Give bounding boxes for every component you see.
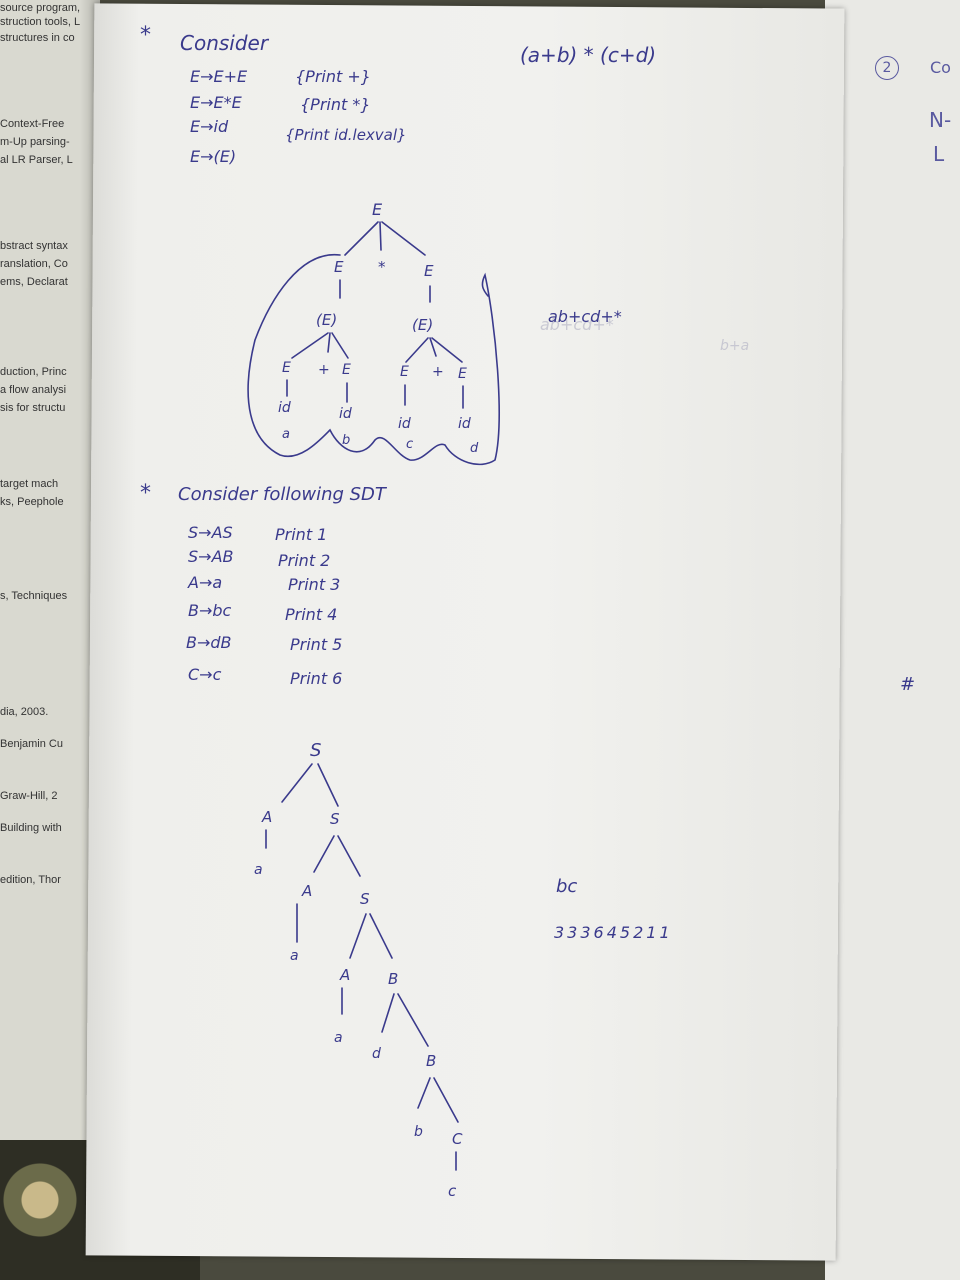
- book-text: s, Techniques: [0, 590, 68, 602]
- tree-leaf: c: [406, 437, 413, 452]
- book-text: sis for structu: [0, 402, 66, 414]
- book-text: duction, Princ: [0, 366, 67, 378]
- semantic-action: Print 1: [275, 525, 327, 544]
- right-book-page: 2 Co N- L: [825, 0, 960, 1280]
- margin-mark: #: [900, 674, 915, 695]
- semantic-action: {Print id.lexval}: [285, 126, 407, 144]
- tree-node: (E): [412, 316, 433, 334]
- tree-node: A: [339, 966, 350, 984]
- book-text: dia, 2003.: [0, 706, 49, 718]
- book-text: structures in co: [0, 32, 75, 44]
- production: E→E+E: [190, 67, 248, 86]
- book-text: target mach: [0, 478, 59, 490]
- tree-node: *: [378, 258, 386, 276]
- right-note: Co: [930, 58, 951, 77]
- right-note: L: [933, 142, 945, 166]
- tree-node: E: [424, 262, 434, 280]
- semantic-action: {Print +}: [295, 67, 371, 86]
- traversal-outline: [247, 254, 500, 466]
- book-text: m-Up parsing-: [0, 136, 70, 148]
- parse-tree-1: E E * E (E) (E) E + E E + E id id id id …: [247, 200, 500, 466]
- star-marker: *: [140, 481, 151, 506]
- semantic-action: Print 4: [285, 605, 337, 624]
- tree-node: +: [318, 362, 330, 378]
- book-text: ems, Declarat: [0, 276, 68, 288]
- tree-node: id: [278, 400, 291, 416]
- book-text: ks, Peephole: [0, 496, 64, 508]
- semantic-action: Print 5: [290, 635, 342, 654]
- tree-leaf: d: [372, 1046, 381, 1062]
- production: B→dB: [186, 633, 232, 652]
- book-text: struction tools, L: [0, 16, 81, 28]
- tree-leaf: d: [470, 441, 479, 456]
- right-note: N-: [929, 108, 952, 132]
- book-text: al LR Parser, L: [0, 154, 73, 166]
- book-text: source program,: [0, 2, 81, 14]
- book-text: a flow analysi: [0, 384, 67, 396]
- tree-node: A: [301, 882, 312, 900]
- book-text: Graw-Hill, 2: [0, 790, 58, 802]
- production: S→AS: [188, 523, 233, 542]
- production: S→AB: [188, 547, 233, 566]
- tree-leaf: b: [414, 1124, 423, 1140]
- sdt-heading: Consider following SDT: [178, 484, 388, 505]
- production: B→bc: [188, 601, 232, 620]
- tree-node: C: [452, 1130, 463, 1148]
- tree-node: id: [339, 406, 352, 422]
- tree-node: E: [400, 364, 409, 380]
- tree-node: S: [310, 740, 321, 761]
- star-marker: *: [140, 23, 151, 48]
- book-text: bstract syntax: [0, 240, 68, 252]
- print-output: 333645211: [554, 923, 673, 942]
- consider-heading: Consider: [180, 31, 270, 55]
- semantic-action: {Print *}: [300, 95, 371, 114]
- book-text: edition, Thor: [0, 874, 61, 886]
- tree-node: S: [330, 810, 340, 828]
- semantic-action: Print 2: [278, 551, 330, 570]
- parse-tree-2: S A a S A a S A a B d B b C c: [254, 740, 463, 1200]
- tree-node: E: [282, 360, 291, 376]
- bleed-through: ab+cd+*: [540, 315, 614, 334]
- tree-node: (E): [316, 311, 337, 329]
- tree-node: E: [342, 362, 351, 378]
- semantic-action: Print 3: [288, 575, 340, 594]
- postfix-result: ab+cd+*: [548, 307, 622, 326]
- production: E→(E): [190, 147, 236, 166]
- tree-node: S: [360, 890, 370, 908]
- production: E→E*E: [190, 93, 243, 112]
- book-text: Benjamin Cu: [0, 738, 63, 750]
- tree-node: E: [334, 258, 344, 276]
- side-note: bc: [556, 876, 577, 897]
- tree-node: B: [426, 1052, 436, 1070]
- expression: (a+b) * (c+d): [520, 43, 656, 67]
- page-number-circle: 2: [875, 56, 899, 80]
- bleed-through: b+a: [720, 338, 749, 354]
- tree-node: E: [372, 200, 383, 219]
- book-text: Building with: [0, 822, 62, 834]
- tree-leaf: a: [282, 427, 290, 442]
- tree-leaf: b: [342, 433, 350, 448]
- tree-node: id: [398, 416, 411, 432]
- tree-node: +: [432, 364, 444, 380]
- tree-leaf: a: [290, 948, 299, 964]
- tree-node: id: [458, 416, 471, 432]
- production: A→a: [187, 573, 222, 592]
- tree-leaf: a: [334, 1030, 343, 1046]
- tree-node: E: [458, 366, 467, 382]
- tree-node: A: [261, 808, 272, 826]
- production: E→id: [190, 117, 229, 136]
- tree-leaf: c: [448, 1182, 457, 1200]
- book-text: Context-Free: [0, 118, 65, 130]
- tree-leaf: a: [254, 862, 263, 878]
- book-text: ranslation, Co: [0, 258, 68, 270]
- tree-node: B: [388, 970, 398, 988]
- production: C→c: [188, 665, 222, 684]
- semantic-action: Print 6: [290, 669, 342, 688]
